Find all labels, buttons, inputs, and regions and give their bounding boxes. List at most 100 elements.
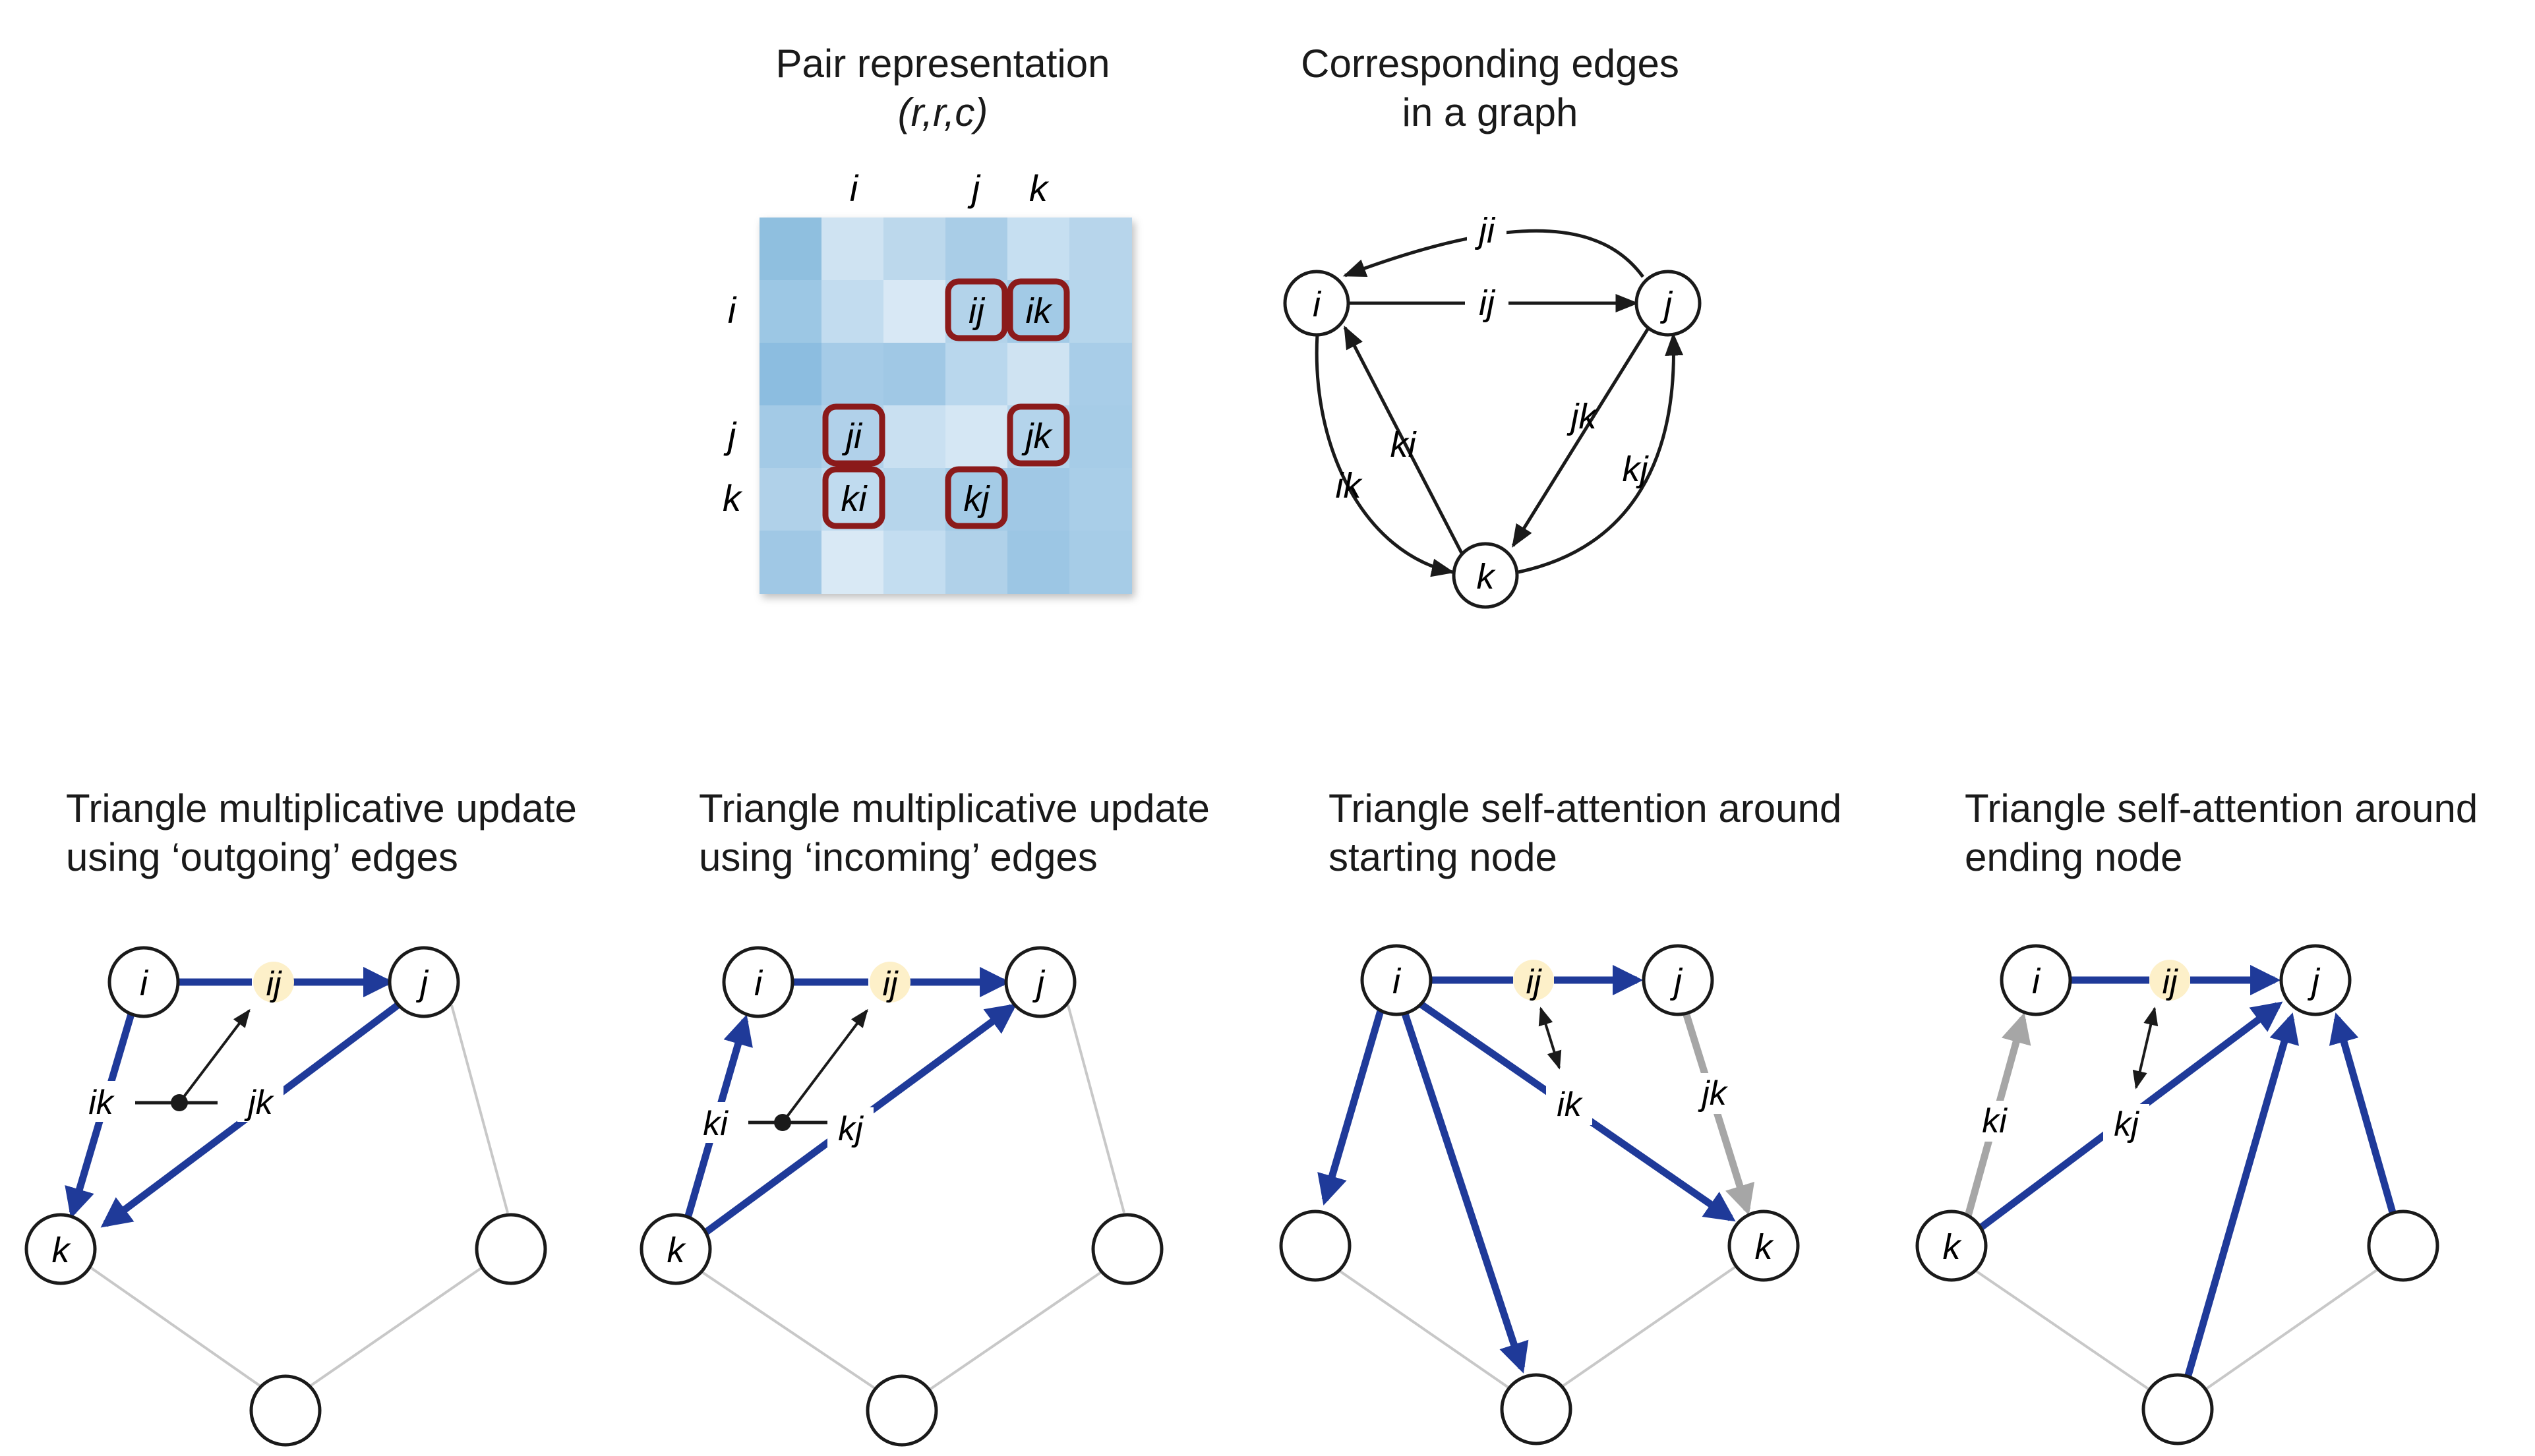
panel-2-pentagon — [691, 1005, 1125, 1395]
graph-edge-ji — [1342, 229, 1645, 278]
panel-4-title: Triangle self-attention around ending no… — [1965, 784, 2478, 882]
panel-4-node-i-label: i — [2032, 962, 2041, 1001]
panel-4-node-k — [1915, 1209, 1988, 1282]
panel-4-pentagon — [1967, 1264, 2385, 1395]
panel-1-node-i — [107, 946, 180, 1018]
matrix-heat-cell — [1069, 531, 1132, 594]
graph-title-line1: Corresponding edges — [1301, 42, 1679, 86]
panel-3-pentagon — [1330, 1264, 1739, 1392]
panel-4-label-ki: ki — [1982, 1102, 2008, 1140]
panel-2-nodes: ij i j k — [640, 946, 1164, 1447]
panel-2-combine: ki kj — [692, 1008, 874, 1148]
panel-2-pair-highlight — [870, 962, 910, 1003]
panel-3-edge-i-blank2 — [1400, 1010, 1529, 1374]
matrix-col-label-i: i — [850, 167, 859, 209]
panel-3-node-j — [1642, 944, 1714, 1016]
graph-label-kj: kj — [1623, 450, 1650, 489]
matrix-cell-ij-label: ij — [969, 291, 986, 331]
graph-edge-ik — [1315, 334, 1455, 577]
graph-edges-title: Corresponding edges in a graph — [1301, 40, 1679, 137]
matrix-heat-cell — [945, 218, 1008, 281]
matrix-col-label-k: k — [1029, 167, 1050, 209]
graph-label-jk: jk — [1566, 397, 1599, 436]
panel-3-node-blank-2 — [1500, 1373, 1572, 1445]
matrix-heat-cell — [821, 405, 884, 469]
panel-4-node-blank-2 — [2141, 1373, 2214, 1445]
panel-1-label-ik: ik — [88, 1084, 115, 1122]
panel-3-title-line1: Triangle self-attention around — [1328, 786, 1842, 830]
matrix-heat-cell — [945, 405, 1008, 469]
matrix-row-label-k: k — [723, 477, 743, 519]
panel-1-pair-highlight — [253, 962, 294, 1003]
panel-1-title: Triangle multiplicative update using ‘ou… — [66, 784, 577, 882]
panel-2-node-k-label: k — [667, 1231, 687, 1270]
panel-3-node-k-label: k — [1755, 1227, 1775, 1267]
panel-2-title-line2: using ‘incoming’ edges — [699, 835, 1098, 879]
matrix-heat-cell — [1069, 343, 1132, 406]
matrix-heat-cell — [760, 343, 822, 406]
matrix-heat-cell — [1069, 405, 1132, 469]
matrix-heat-cell — [821, 280, 884, 343]
matrix-heat-cell — [821, 531, 884, 594]
graph-node-k-label: k — [1477, 557, 1497, 597]
panel-3-title-line2: starting node — [1328, 835, 1557, 879]
panel-1-title-line2: using ‘outgoing’ edges — [66, 835, 458, 879]
matrix-cell-ij: ij — [945, 278, 1008, 341]
panel-2-pair-label: ij — [882, 965, 899, 1003]
matrix-heat-cell — [1007, 468, 1070, 531]
matrix-heat-cell — [760, 405, 822, 469]
panel-2-node-k — [640, 1213, 712, 1285]
matrix-cell-ik-label: ik — [1026, 291, 1054, 331]
panel-1-node-blank-2 — [249, 1374, 322, 1447]
matrix-heat-cell — [821, 468, 884, 531]
matrix-heat-cell — [1007, 218, 1070, 281]
panel-4-node-blank-1 — [2367, 1209, 2439, 1282]
panel-2-node-j — [1004, 946, 1077, 1018]
pair-representation-title: Pair representation (r,r,c) — [776, 40, 1110, 137]
graph-node-k — [1452, 542, 1519, 609]
matrix-cell-ki-label: ki — [841, 479, 868, 519]
panel-2-title-line1: Triangle multiplicative update — [699, 786, 1210, 830]
graph-node-i — [1283, 270, 1350, 337]
matrix-heat-cell — [1069, 218, 1132, 281]
matrix-cell-jk: jk — [1007, 403, 1070, 467]
panel-3-pair-label: ij — [1526, 963, 1542, 1001]
panel-4-attention: ki kj — [1971, 1006, 2159, 1145]
graph-edge-ki — [1343, 325, 1466, 558]
panel-1-pentagon — [58, 1005, 509, 1392]
matrix-heat-cell — [945, 531, 1008, 594]
matrix-heat-cell — [945, 468, 1008, 531]
edge-graph — [1315, 229, 1684, 577]
graph-edge-labels: ji ij ki jk ik kj — [1336, 210, 1650, 506]
panel-1-node-i-label: i — [140, 964, 149, 1003]
matrix-heatmap — [760, 218, 1132, 594]
matrix-cell-jk-label: jk — [1021, 417, 1054, 456]
panel-3-label-ik: ik — [1557, 1086, 1584, 1124]
graph-node-i-label: i — [1313, 285, 1322, 324]
matrix-row-label-i: i — [728, 289, 737, 331]
panel-1-title-line1: Triangle multiplicative update — [66, 786, 577, 830]
panel-2-node-blank-1 — [1091, 1213, 1164, 1285]
panel-1-nodes: ij i j k — [24, 946, 547, 1447]
panel-3-node-i — [1360, 944, 1433, 1016]
graph-label-ki: ki — [1390, 425, 1417, 465]
panel-1-node-blank-1 — [475, 1213, 547, 1285]
pair-title-line2: (r,r,c) — [897, 90, 988, 134]
matrix-heat-cell — [945, 343, 1008, 406]
matrix-heat-cell — [760, 218, 822, 281]
panel-3-pair-highlight — [1513, 960, 1554, 1001]
matrix-cell-ki: ki — [822, 466, 885, 529]
matrix-heat-cell — [883, 405, 946, 469]
panel-2-label-kj: kj — [838, 1110, 864, 1148]
panel-3-edges — [1317, 964, 1736, 1374]
panel-3-label-jk: jk — [1698, 1074, 1729, 1113]
panel-1-label-jk: jk — [244, 1084, 275, 1122]
matrix-heat-cell — [1069, 468, 1132, 531]
panel-1-node-k — [24, 1213, 97, 1285]
panel-1-graph: ij i j k ik jk — [24, 946, 547, 1447]
panel-4-pair-highlight — [2149, 960, 2190, 1001]
panel-2-title: Triangle multiplicative update using ‘in… — [699, 784, 1210, 882]
panel-4-edge-blank1-j — [2329, 1012, 2399, 1221]
matrix-heat-cell — [760, 280, 822, 343]
matrix-heat-cell — [883, 531, 946, 594]
